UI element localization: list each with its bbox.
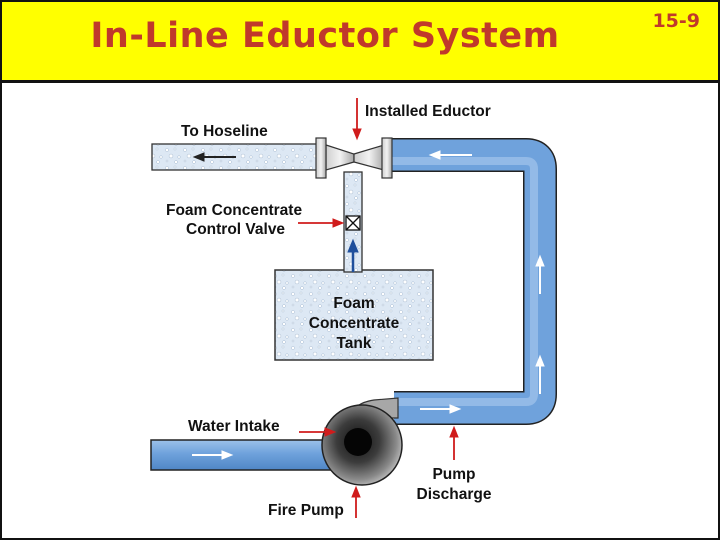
fire-pump [321, 397, 403, 486]
discharge-flow-arrow-top [428, 150, 472, 160]
hoseline-flow-arrow [192, 152, 236, 162]
eductor-body [315, 137, 393, 179]
slide-number: 15-9 [652, 10, 700, 32]
discharge-flow-arrow-bottom [420, 404, 462, 414]
label-tank-line1: Foam [333, 295, 374, 312]
pointer-arrows [298, 98, 459, 518]
label-tank-line2: Concentrate [309, 315, 400, 332]
label-tank-line3: Tank [336, 335, 371, 352]
label-control-valve-line1: Foam Concentrate [166, 202, 302, 219]
pointer-arrow-pump-discharge [449, 425, 459, 460]
slide-title: In-Line Eductor System [90, 16, 560, 56]
pointer-arrow-fire-pump [351, 485, 361, 518]
discharge-flow-arrow-riser-low [535, 354, 545, 394]
water-flow-arrows [192, 150, 545, 460]
foam-concentrate-tank [274, 269, 434, 361]
pointer-arrow-water-intake [299, 427, 337, 437]
label-water-intake: Water Intake [188, 418, 280, 435]
label-to-hoseline: To Hoseline [181, 123, 268, 140]
label-fire-pump: Fire Pump [268, 502, 344, 519]
pointer-arrow-control-valve [298, 218, 345, 228]
pointer-arrow-installed-eductor [352, 98, 362, 141]
label-installed-eductor: Installed Eductor [365, 103, 491, 120]
label-control-valve-line2: Control Valve [186, 221, 285, 238]
intake-flow-arrow [192, 450, 234, 460]
foam-flow-arrows [192, 152, 359, 272]
water-intake-pipe [150, 439, 342, 471]
title-bar: In-Line Eductor System 15-9 [2, 2, 718, 83]
label-pump-discharge-line2: Discharge [417, 486, 492, 503]
discharge-flow-arrow-riser-high [535, 254, 545, 294]
control-valve-symbol [345, 215, 361, 231]
label-pump-discharge-line1: Pump [432, 466, 475, 483]
pickup-flow-arrow [347, 238, 359, 272]
